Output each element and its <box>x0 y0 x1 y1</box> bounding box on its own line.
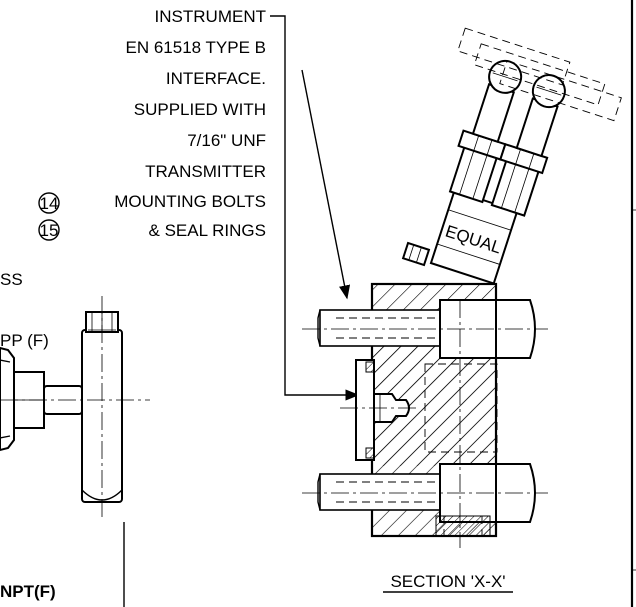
note-line-2: EN 61518 TYPE B <box>126 38 267 57</box>
angled-valve-stems: EQUAL <box>401 27 622 285</box>
note-line-6: TRANSMITTER <box>145 162 266 181</box>
balloon-15: 15 <box>38 219 60 241</box>
svg-text:14: 14 <box>40 194 59 213</box>
label-pp: PP (F) <box>0 331 49 350</box>
svg-text:15: 15 <box>40 221 59 240</box>
balloon-14: 14 <box>38 192 60 214</box>
section-title: SECTION 'X-X' <box>383 572 513 593</box>
section-body <box>302 282 548 548</box>
leader-instrument <box>270 15 360 401</box>
label-npt: NPT(F) <box>0 582 56 601</box>
note-line-8: & SEAL RINGS <box>149 221 266 240</box>
svg-text:SECTION 'X-X': SECTION 'X-X' <box>390 572 505 591</box>
side-view-valve <box>0 296 150 607</box>
note-line-4: SUPPLIED WITH <box>134 100 266 119</box>
label-ss: SS <box>0 270 23 289</box>
leader-bolts <box>301 69 351 300</box>
frame-border <box>630 0 636 607</box>
interface-note: INSTRUMENT EN 61518 TYPE B INTERFACE. SU… <box>114 7 266 240</box>
note-line-7: MOUNTING BOLTS <box>114 192 266 211</box>
note-line-1: INSTRUMENT <box>155 7 266 26</box>
note-line-3: INTERFACE. <box>166 69 266 88</box>
note-line-5: 7/16" UNF <box>187 131 266 150</box>
